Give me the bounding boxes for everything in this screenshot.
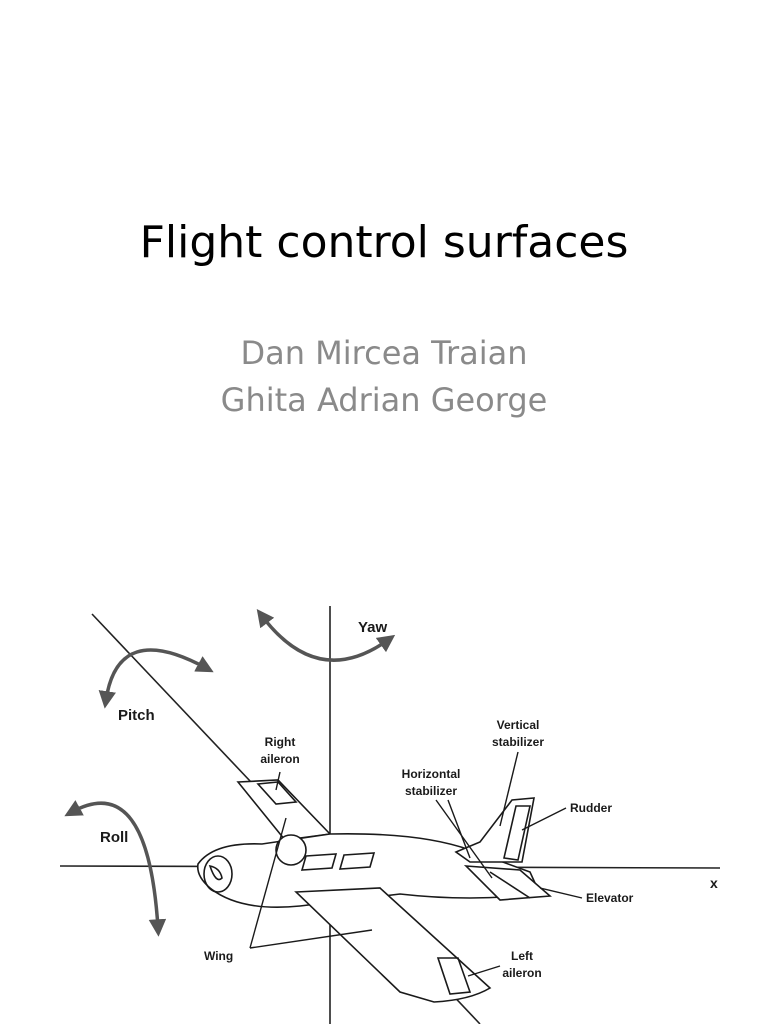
labels: Yaw Pitch Roll Right aileron Vertical st… (100, 619, 718, 980)
elevator-line (489, 871, 531, 899)
window (338, 852, 376, 870)
left-aileron-label: aileron (502, 966, 541, 980)
pitch-label: Pitch (118, 707, 155, 724)
wing-label: Wing (204, 949, 233, 963)
engine-cowl (203, 855, 233, 893)
elevator-label: Elevator (586, 891, 634, 905)
author-name: Ghita Adrian George (220, 381, 548, 419)
rotation-arrows (64, 609, 396, 937)
x-axis-label: x (710, 875, 718, 891)
propeller-hub (208, 864, 223, 881)
aircraft (196, 779, 552, 1003)
roll-arrow (64, 800, 167, 937)
author-name: Dan Mircea Traian (240, 334, 528, 372)
slide-title: Flight control surfaces (139, 217, 629, 268)
right-aileron-label: Right (265, 735, 296, 749)
leader-lines (249, 751, 583, 977)
left-aileron-label: Left (511, 949, 533, 963)
right-aileron-label: aileron (260, 752, 299, 766)
rudder (503, 805, 531, 861)
yaw-label: Yaw (358, 619, 388, 636)
horizontal-stabilizer-label: stabilizer (405, 784, 457, 798)
pitch-arrow (98, 648, 214, 709)
canopy (275, 834, 307, 866)
aircraft-diagram: Yaw Pitch Roll Right aileron Vertical st… (59, 606, 721, 1024)
yaw-arrow (256, 609, 396, 662)
roll-label: Roll (100, 829, 128, 846)
vertical-stabilizer-label: Vertical (497, 718, 540, 732)
vertical-stabilizer-label: stabilizer (492, 735, 544, 749)
rudder-label: Rudder (570, 801, 612, 815)
authors-block: Dan Mircea Traian Ghita Adrian George (0, 330, 768, 424)
horizontal-stabilizer-label: Horizontal (402, 767, 461, 781)
left-wing (294, 887, 492, 1003)
window (300, 853, 338, 871)
right-aileron (256, 781, 298, 805)
left-aileron (436, 957, 472, 995)
